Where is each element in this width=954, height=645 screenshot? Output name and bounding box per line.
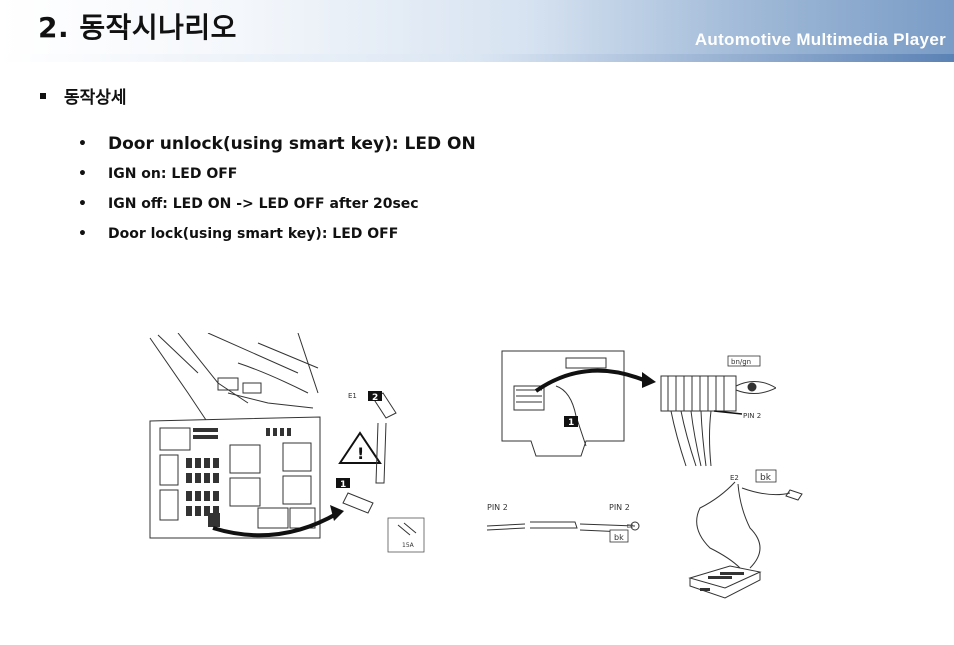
square-bullet-icon	[40, 93, 46, 99]
list-item: • IGN off: LED ON -> LED OFF after 20sec	[78, 192, 476, 222]
callout-1-box	[336, 478, 350, 488]
bullet-icon: •	[78, 226, 87, 242]
wire-color-label: bk	[614, 533, 624, 542]
fuse-rating-label: 15A	[402, 542, 415, 549]
bullet-icon: •	[78, 196, 87, 212]
section-label: 동작상세	[64, 88, 127, 108]
callout-1-label: 1	[340, 480, 346, 490]
e2-label: E2	[627, 524, 633, 530]
list-item: • IGN on: LED OFF	[78, 162, 476, 192]
bullet-icon: •	[78, 166, 87, 182]
callout-1-label: 1	[568, 418, 574, 428]
page-title: 2. 동작시나리오	[38, 11, 237, 44]
svg-text:!: !	[357, 444, 364, 463]
list-item-text: Door lock(using smart key): LED OFF	[108, 226, 399, 242]
e1-label: E1	[348, 392, 357, 400]
wire-color-label: bn/gn	[731, 358, 751, 366]
callout-2-box	[368, 391, 382, 401]
callout-2-label: 2	[372, 393, 378, 403]
pin-left-label: PIN 2	[487, 503, 508, 512]
callout-1-box	[564, 416, 578, 427]
brand-label: Automotive Multimedia Player	[694, 30, 946, 49]
fuse-box-figure: ! 1 2 E1 15A	[148, 333, 428, 555]
list-item: • Door lock(using smart key): LED OFF	[78, 222, 476, 252]
pin-right-label: PIN 2	[609, 503, 630, 512]
list-item-text: Door unlock(using smart key): LED ON	[108, 134, 476, 154]
section-heading: 동작상세	[40, 83, 127, 108]
list-item: • Door unlock(using smart key): LED ON	[78, 132, 476, 162]
list-item-text: IGN on: LED OFF	[108, 166, 238, 182]
wire-color-label: bk	[760, 473, 772, 483]
bullet-icon: •	[78, 136, 87, 152]
module-figure: E2 bk	[680, 468, 810, 602]
pin-label: PIN 2	[743, 412, 761, 420]
connector-figure: 1 bn/gn PIN 2	[496, 346, 776, 471]
wiring-figure: PIN 2 PIN 2 E2 bk	[485, 498, 645, 546]
e2-label: E2	[730, 474, 739, 482]
list-item-text: IGN off: LED ON -> LED OFF after 20sec	[108, 196, 419, 212]
header-banner	[0, 0, 954, 62]
operation-list: • Door unlock(using smart key): LED ON • I…	[78, 132, 476, 252]
